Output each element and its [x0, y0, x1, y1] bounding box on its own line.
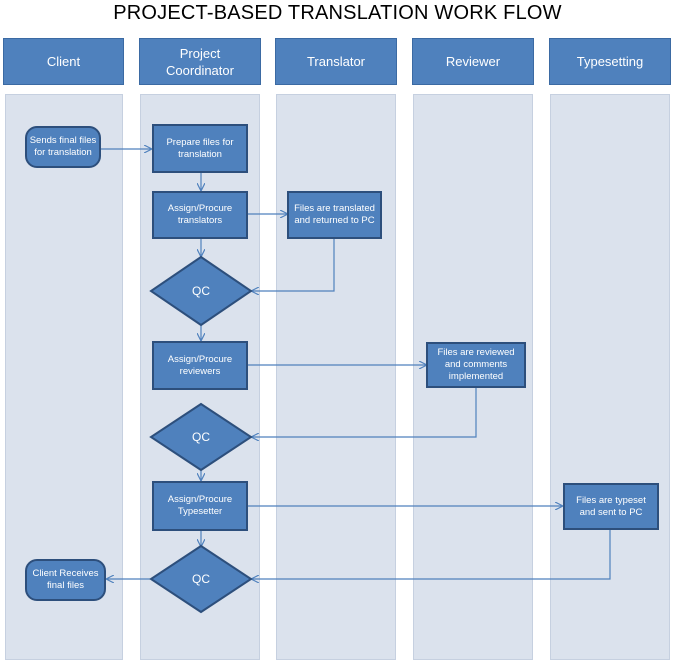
arrow-typeset-to-qc3 — [252, 530, 611, 579]
qc-diamond-3 — [149, 544, 253, 614]
qc-diamond-1 — [149, 255, 253, 327]
client-end-node: Client Receives final files — [25, 559, 106, 601]
diagram-title: PROJECT-BASED TRANSLATION WORK FLOW — [113, 2, 562, 24]
lane-header-typesetting: Typesetting — [549, 38, 671, 85]
lane-header-translator: Translator — [275, 38, 397, 85]
review-box: Files are reviewed and comments implemen… — [426, 342, 526, 388]
lane-header-reviewer: Reviewer — [412, 38, 534, 85]
prepare-files-box: Prepare files for translation — [152, 124, 248, 173]
arrow-translate-to-qc1 — [252, 239, 335, 291]
client-start-node: Sends final files for translation — [25, 126, 101, 168]
typeset-box: Files are typeset and sent to PC — [563, 483, 659, 530]
assign-typesetter-box: Assign/Procure Typesetter — [152, 481, 248, 531]
translate-box: Files are translated and returned to PC — [287, 191, 382, 239]
assign-translators-box: Assign/Procure translators — [152, 191, 248, 239]
lane-header-client: Client — [3, 38, 124, 85]
qc-diamond-2 — [149, 402, 253, 472]
lane-body-translator — [276, 94, 396, 660]
arrow-review-to-qc2 — [252, 388, 477, 437]
lane-header-project-coordinator: Project Coordinator — [139, 38, 261, 85]
assign-reviewers-box: Assign/Procure reviewers — [152, 341, 248, 390]
